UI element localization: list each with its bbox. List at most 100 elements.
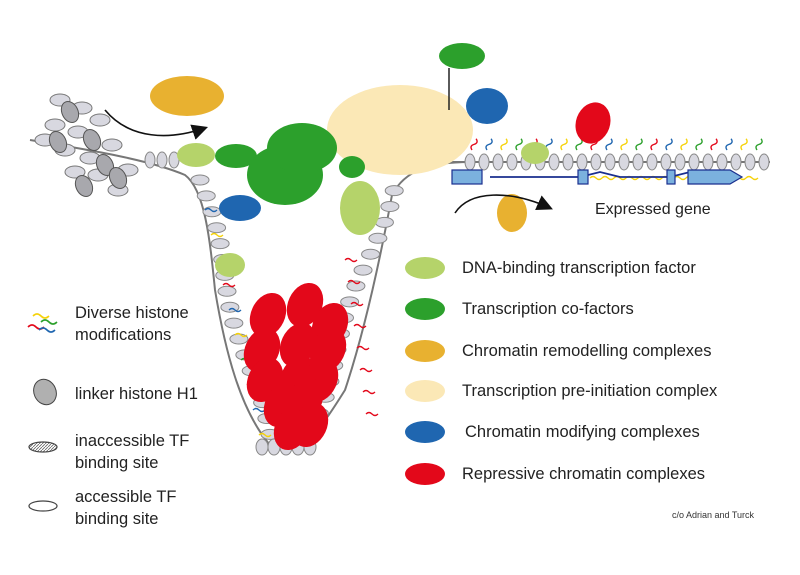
modification-mark	[605, 138, 613, 151]
exon-3	[666, 169, 676, 185]
tf-left	[177, 143, 215, 167]
modification-mark	[362, 389, 376, 395]
repressive-complex	[291, 402, 329, 448]
nucleosome	[144, 151, 156, 169]
modification-mark	[356, 345, 370, 351]
nucleosome	[196, 190, 216, 202]
nucleosome	[210, 238, 230, 250]
inaccessible-site-icon	[28, 441, 58, 453]
tf-lower-left	[215, 253, 245, 277]
nucleosome	[478, 153, 490, 171]
modifier-left	[219, 195, 261, 221]
legend-label-tf: DNA-binding transcription factor	[462, 259, 696, 277]
tf-center	[340, 181, 380, 235]
nucleosome	[346, 280, 366, 292]
cofactor-large-2	[267, 123, 337, 173]
modification-mark	[601, 175, 615, 181]
nucleosome	[190, 174, 210, 186]
nucleosome	[702, 153, 714, 171]
cofactor-right	[339, 156, 365, 178]
modification-mark	[635, 138, 643, 151]
modification-mark	[365, 411, 379, 417]
legend-swatch-cofactor	[405, 298, 445, 320]
nucleosome	[380, 201, 400, 212]
modification-mark	[515, 138, 523, 151]
modification-mark	[745, 175, 759, 181]
modification-mark	[575, 138, 583, 151]
legend-mod-label: Diverse histone modifications	[75, 302, 189, 346]
nucleosome	[156, 151, 168, 169]
legend-swatch-modifier	[405, 421, 445, 443]
cofactor-top-right	[439, 43, 485, 69]
histone-modification-icon	[27, 313, 58, 333]
modification-mark	[252, 407, 266, 413]
nucleosome	[492, 153, 504, 171]
modification-mark	[470, 138, 478, 151]
legend-label-cofactor: Transcription co-factors	[462, 300, 634, 318]
transcription-arrow	[454, 194, 553, 214]
gene-structure	[451, 169, 744, 185]
tf-gene	[521, 142, 549, 164]
nucleosome	[758, 153, 770, 171]
nucleosome	[340, 296, 360, 308]
nucleosome	[464, 153, 476, 171]
nucleosome	[384, 185, 404, 197]
modification-mark	[210, 232, 224, 238]
modification-mark	[725, 138, 733, 151]
nucleosome	[674, 153, 686, 171]
nucleosome	[353, 264, 373, 276]
modification-mark	[650, 138, 658, 151]
legend-swatch-tf	[405, 257, 445, 279]
legend-mod-line1: Diverse histone	[75, 304, 189, 322]
nucleosome	[506, 153, 518, 171]
remodeller-complex-top	[150, 76, 224, 116]
nucleosome	[224, 317, 244, 329]
protein-complexes	[150, 43, 611, 277]
nucleosome	[64, 165, 86, 179]
linker-histone	[82, 128, 102, 152]
exon-4-arrow	[687, 169, 744, 185]
linker-histone	[48, 130, 68, 154]
legend-inaccessible-label: inaccessible TF binding site	[75, 430, 189, 474]
legend-accessible-line1: accessible TF	[75, 488, 177, 506]
nucleosome	[368, 232, 388, 244]
legend-mod-line2: modifications	[75, 326, 172, 344]
repressive-cluster	[243, 282, 349, 451]
accessible-site-icon	[28, 500, 58, 512]
modification-mark	[353, 323, 367, 329]
modification-mark	[258, 432, 272, 438]
expressed-gene-label: Expressed gene	[595, 201, 711, 218]
exon-1	[451, 169, 483, 185]
modification-mark	[228, 307, 242, 313]
repressive-complex	[279, 322, 317, 368]
modification-mark	[673, 175, 687, 181]
nucleosome	[361, 248, 381, 260]
nucleosome	[44, 118, 66, 132]
nucleosome	[660, 153, 672, 171]
modification-mark	[344, 257, 358, 263]
nucleosome	[590, 153, 602, 171]
modification-mark	[755, 138, 763, 151]
modification-mark	[740, 138, 748, 151]
nucleosome	[562, 153, 574, 171]
cofactor-small	[215, 144, 257, 168]
modification-mark	[350, 301, 364, 307]
nucleosome	[255, 438, 269, 456]
legend-label-repressive: Repressive chromatin complexes	[462, 465, 706, 483]
credit-text: c/o Adrian and Turck	[672, 510, 755, 520]
linker-histone-icon	[33, 378, 57, 406]
modification-mark	[710, 138, 718, 151]
remodelling-arrow	[104, 109, 209, 140]
nucleosome	[618, 153, 630, 171]
legend-inaccessible-line1: inaccessible TF	[75, 432, 190, 450]
nucleosome	[688, 153, 700, 171]
modification-mark	[359, 367, 373, 373]
legend-accessible-label: accessible TF binding site	[75, 486, 176, 530]
legend-label-pic: Transcription pre-initiation complex	[462, 382, 718, 400]
modification-mark	[560, 138, 568, 151]
legend-linker-line1: linker histone H1	[75, 385, 198, 403]
exon-2	[577, 169, 589, 185]
repressive-complex	[286, 282, 324, 328]
nucleosome	[646, 153, 658, 171]
nucleosome	[101, 138, 123, 152]
